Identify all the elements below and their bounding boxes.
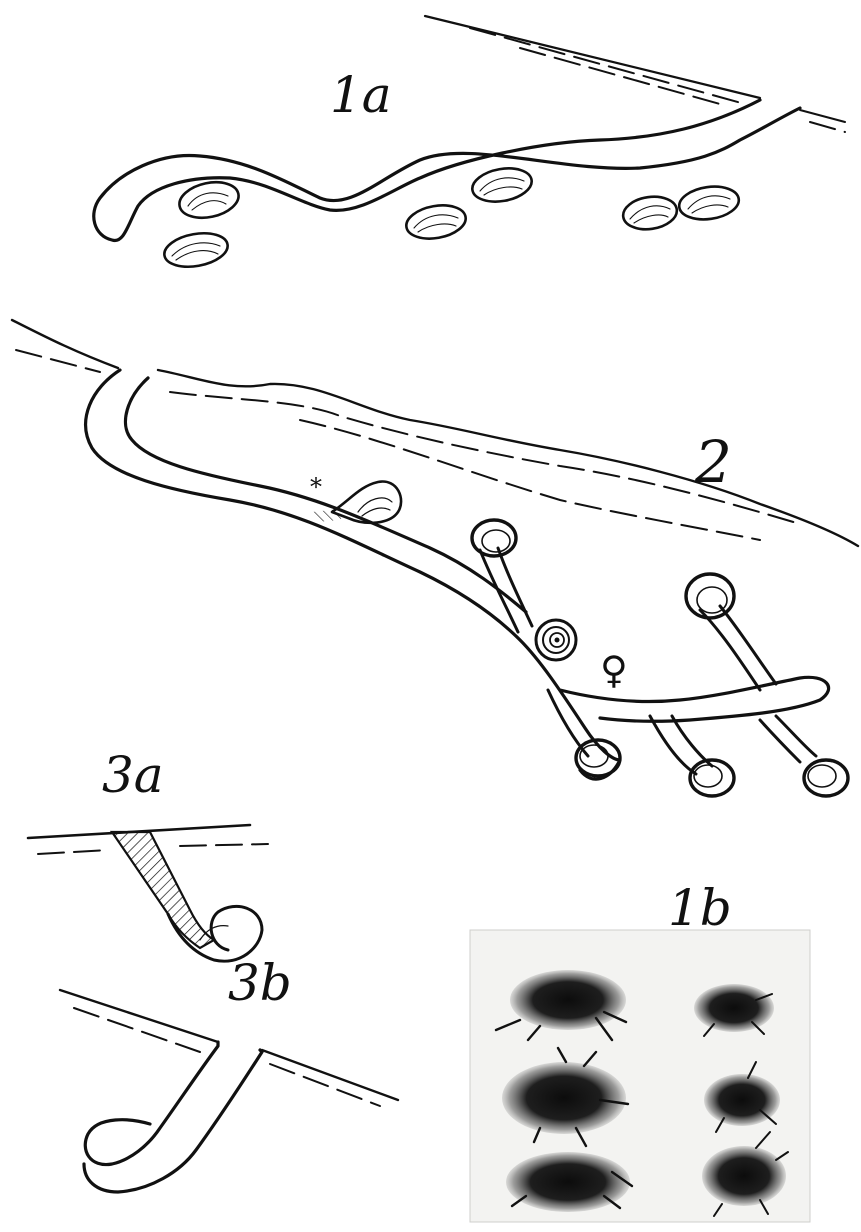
burrow-3b (84, 1042, 262, 1192)
brood-cell (686, 574, 816, 762)
egg (621, 193, 679, 232)
egg (176, 177, 242, 223)
soil-surface-1a (425, 16, 845, 132)
figure-3b-label: 3b (228, 954, 292, 1012)
brood-cell (548, 690, 620, 776)
egg (470, 164, 535, 206)
egg (404, 201, 469, 243)
figure-2-label: 2 (694, 428, 732, 496)
figure-1b: 1b (470, 879, 810, 1222)
egg (162, 229, 231, 272)
asterisk-marker: * (310, 473, 322, 501)
figure-3b: 3b (60, 954, 398, 1192)
figure-3a: 3a (28, 746, 268, 961)
brood-cells (472, 520, 848, 796)
figure-1a: 1a (94, 16, 845, 271)
brood-cell (804, 760, 848, 796)
brood-cell (650, 716, 734, 796)
figure-1a-label: 1a (330, 66, 392, 124)
burrow-3a (112, 832, 262, 961)
figure-1b-label: 1b (668, 879, 732, 937)
egg (677, 183, 741, 223)
female-symbol: ♀ (600, 648, 628, 692)
figure-2: 2 (12, 320, 858, 796)
figure-3a-label: 3a (102, 746, 164, 804)
coiled-larva (536, 620, 576, 660)
